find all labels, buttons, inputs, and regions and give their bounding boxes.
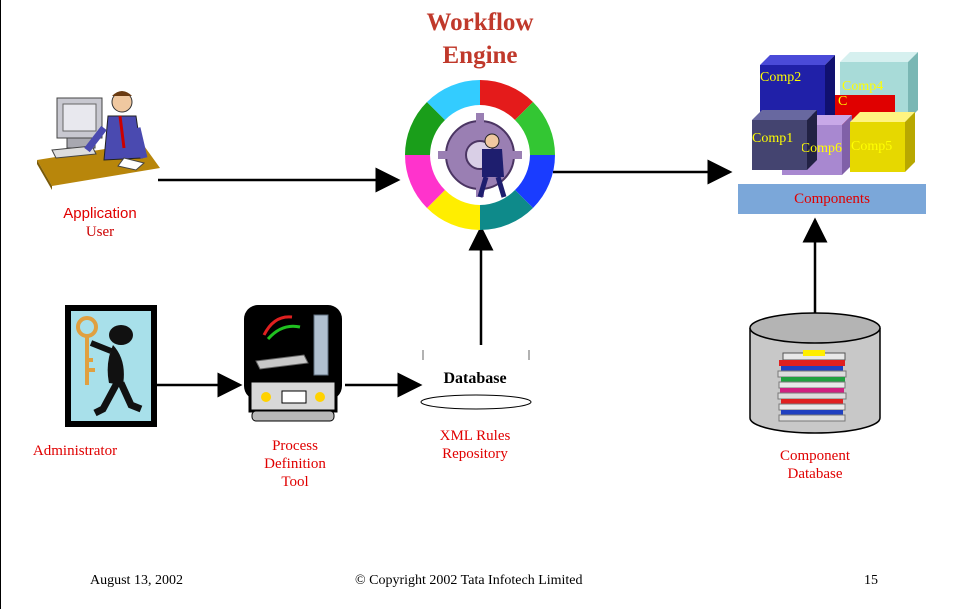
workflow-engine-title: Workflow Engine [400,6,560,72]
component-database-cylinder [749,312,881,434]
cube-comp1 [752,110,817,170]
components-bar-label: Components [794,191,870,207]
cube-c-label: C [838,94,848,109]
database-label: Database [443,370,507,387]
application-user-clipart [37,91,160,190]
administrator-label: Administrator [32,443,118,459]
database-cylinder-outline [420,350,532,410]
footer-copyright: © Copyright 2002 Tata Infotech Limited [355,573,583,588]
process-definition-tool-icon [244,305,342,422]
slide-frame-edge [0,0,1,609]
title-line1: Workflow [426,9,534,36]
process-tool-label: Process Definition Tool [264,438,326,490]
title-line2: Engine [442,42,518,69]
cube-comp6-label: Comp6 [802,141,842,156]
footer-page-number: 15 [864,573,878,588]
xml-rules-repository-label: XML Rules Repository [439,428,511,462]
cube-comp1-label: Comp1 [752,131,794,146]
administrator-clipart [65,305,157,427]
cube-comp5 [850,112,915,172]
component-database-label: Component Database [780,448,850,482]
cube-comp4-label: Comp4 [842,79,884,94]
footer-date: August 13, 2002 [90,573,183,588]
components-bar: Components [738,184,926,214]
cube-comp2-label: Comp2 [760,70,802,85]
application-user-label: Application User [63,205,137,240]
workflow-engine-wheel-icon [405,80,555,230]
cube-comp5-label: Comp5 [851,139,893,154]
components-cube-cluster [752,52,918,175]
document-stack-icon [777,350,847,422]
